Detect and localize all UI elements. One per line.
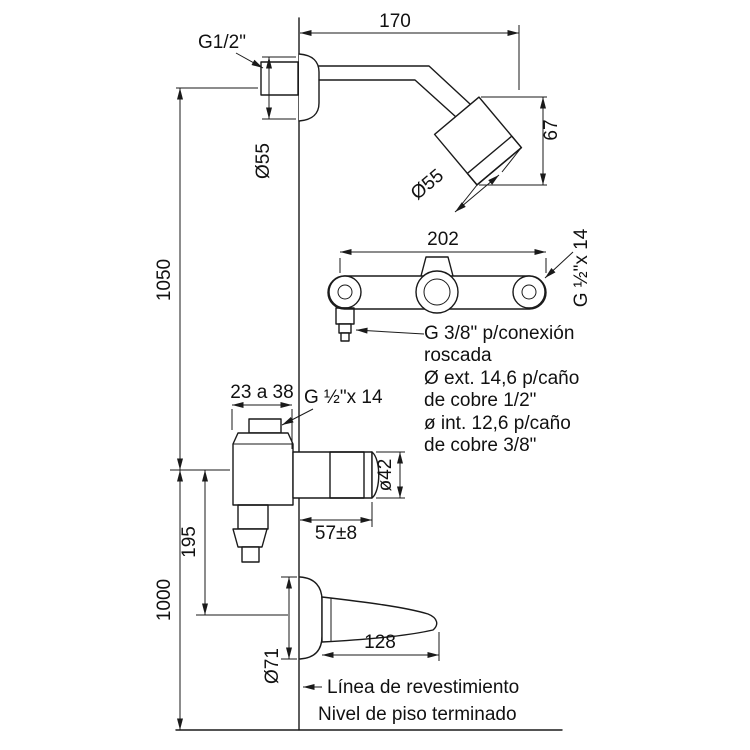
note-line-1: G 3/8" p/conexión (424, 323, 574, 344)
thread-right-label: G ½"x 14 (571, 228, 592, 307)
thread-valve-label: G ½"x 14 (304, 387, 383, 408)
dim-195-label: 195 (179, 526, 200, 558)
dim-67-label: 67 (541, 119, 562, 140)
top-escutcheon (298, 53, 320, 122)
dia-escutcheon-top-label: Ø55 (253, 143, 274, 179)
note-line-6: de cobre 3/8" (424, 435, 536, 456)
note-line-2: roscada (424, 345, 492, 366)
dim-128-label: 128 (364, 632, 396, 653)
labels: 170 G1/2" Ø55 67 Ø55 1050 202 G ½"x 14 G… (154, 11, 592, 725)
dia-head-label: Ø55 (407, 165, 448, 204)
floor-line-label: Nivel de piso terminado (318, 704, 517, 725)
mixer-valve-assembly (232, 418, 380, 563)
thread-top-label: G1/2" (198, 32, 246, 53)
dimension-lines (170, 25, 574, 730)
thread-nipple (260, 61, 299, 96)
dim-202-label: 202 (427, 229, 459, 250)
note-line-4: de cobre 1/2" (424, 390, 536, 411)
dia-71-label: Ø71 (262, 648, 283, 684)
dim-1000-label: 1000 (154, 579, 175, 621)
shower-arm (318, 65, 471, 118)
dim-170-label: 170 (379, 11, 411, 32)
dim-57-label: 57±8 (315, 523, 357, 544)
dia-42-label: ø42 (375, 459, 396, 492)
note-line-3: Ø ext. 14,6 p/caño (424, 368, 579, 389)
dim-1050-label: 1050 (154, 259, 175, 301)
note-line-5: ø int. 12,6 p/caño (424, 413, 571, 434)
mixer-body (327, 256, 547, 342)
finish-line-label: Línea de revestimiento (327, 677, 519, 698)
spout-escutcheon (299, 576, 323, 660)
spout (321, 596, 438, 643)
dim-23a38-label: 23 a 38 (230, 382, 293, 403)
